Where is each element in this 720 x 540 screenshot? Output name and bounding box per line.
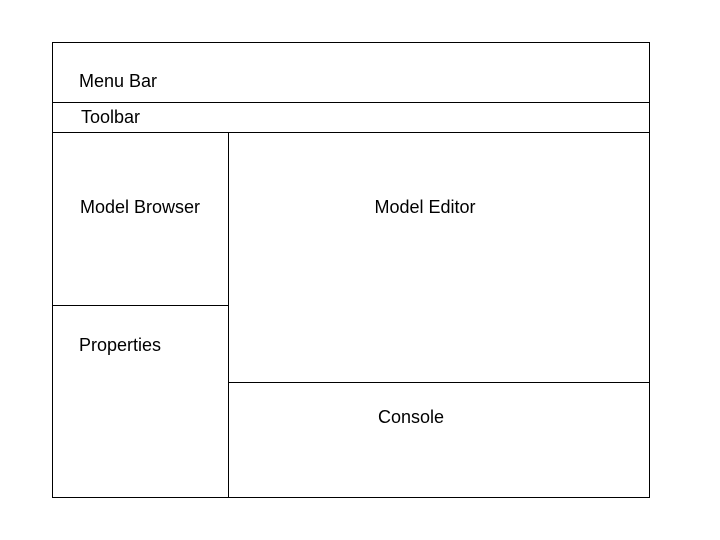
model-editor-label: Model Editor xyxy=(374,197,476,217)
console-region: Console xyxy=(229,383,649,497)
toolbar-region: Toolbar xyxy=(53,103,649,133)
toolbar-label: Toolbar xyxy=(81,107,141,127)
console-label: Console xyxy=(377,407,445,427)
menu-bar-region: Menu Bar xyxy=(53,43,649,103)
model-browser-region: Model Browser xyxy=(53,133,229,306)
properties-region: Properties xyxy=(53,306,229,497)
ui-layout-wireframe: Menu Bar Toolbar Model Browser Propertie… xyxy=(52,42,650,498)
properties-label: Properties xyxy=(79,335,162,355)
menu-bar-label: Menu Bar xyxy=(79,71,158,91)
model-browser-label: Model Browser xyxy=(79,197,201,217)
model-editor-region: Model Editor xyxy=(229,133,649,383)
